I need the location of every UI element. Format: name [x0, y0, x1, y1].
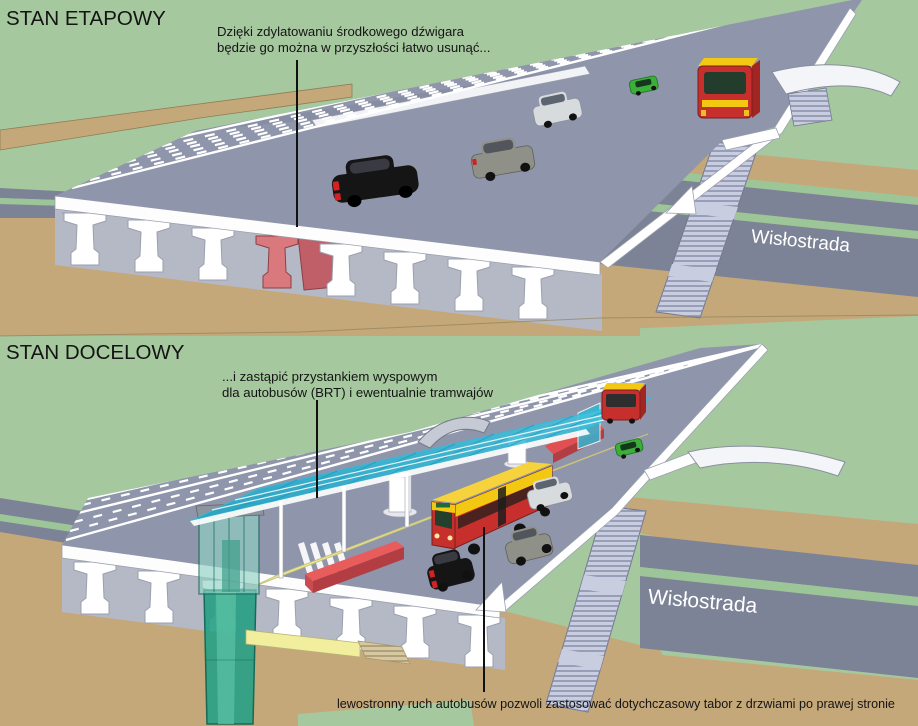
- bus-distant-bottom: [601, 383, 646, 424]
- lower-walkway: [245, 629, 411, 665]
- parapet-top: [599, 7, 857, 269]
- small-stairs-ramp-top: [787, 87, 833, 127]
- canopy-ridges: [211, 408, 631, 511]
- panel-divider: [0, 314, 918, 337]
- staircase-bottom: [545, 505, 647, 713]
- deck-road-top: [55, 0, 901, 269]
- brt-canopy-roof: [189, 397, 653, 526]
- curved-exit-ramp-bottom: [687, 445, 846, 477]
- canopy-purlins: [229, 406, 614, 513]
- annotation-etapowy-line2: będzie go można w przyszłości łatwo usun…: [217, 40, 490, 55]
- car-silver-wagon: [532, 91, 583, 128]
- panel-title-docelowy: STAN DOCELOWY: [6, 341, 185, 364]
- viaduct-girders-top: [54, 195, 602, 331]
- annotation-docelowy-line2: dla autobusów (BRT) i ewentualnie tramwa…: [222, 385, 493, 400]
- pier-top: [665, 185, 697, 215]
- car-green: [628, 75, 659, 96]
- car-gray-bottom: [505, 526, 554, 566]
- curved-exit-ramp-top: [771, 64, 901, 97]
- vehicles-top: [331, 58, 760, 208]
- curved-wing-structure: [417, 416, 491, 449]
- merging-ramp-edge: [311, 65, 591, 129]
- bus-top: [697, 58, 760, 119]
- bus-articulated-brt: [431, 462, 553, 555]
- car-green-bottom: [614, 438, 644, 459]
- car-silver-bottom: [526, 476, 573, 512]
- car-gray-hatchback: [470, 137, 536, 181]
- viaduct-girders-bottom: [61, 544, 505, 670]
- panel-title-etapowy: STAN ETAPOWY: [6, 7, 166, 30]
- staircase-top: [655, 141, 759, 319]
- annotation-etapowy-line1: Dzięki zdylatowaniu środkowego dźwigara: [217, 24, 465, 39]
- footnote-bus-doors: lewostronny ruch autobusów pozwoli zasto…: [337, 697, 895, 711]
- wislostrada-bottom: Wisłostrada: [640, 535, 918, 678]
- panel-stan-etapowy: Wisłostrada: [0, 0, 918, 336]
- platform-ramp-red: [305, 541, 404, 593]
- bus-destination-display: [436, 503, 450, 508]
- canopy-edge-beam: [190, 429, 590, 526]
- car-black-sedan: [331, 155, 419, 208]
- vehicles-bottom: [427, 383, 646, 592]
- elevator-shaft: [195, 502, 265, 725]
- car-black-bottom: [427, 549, 475, 592]
- annotation-docelowy-line1: ...i zastąpić przystankiem wyspowym: [222, 369, 437, 384]
- panel-stan-docelowy: Wisłostrada: [0, 314, 918, 726]
- stairs-landing-walkway-top: [721, 127, 781, 151]
- parapet-bottom: [496, 343, 769, 614]
